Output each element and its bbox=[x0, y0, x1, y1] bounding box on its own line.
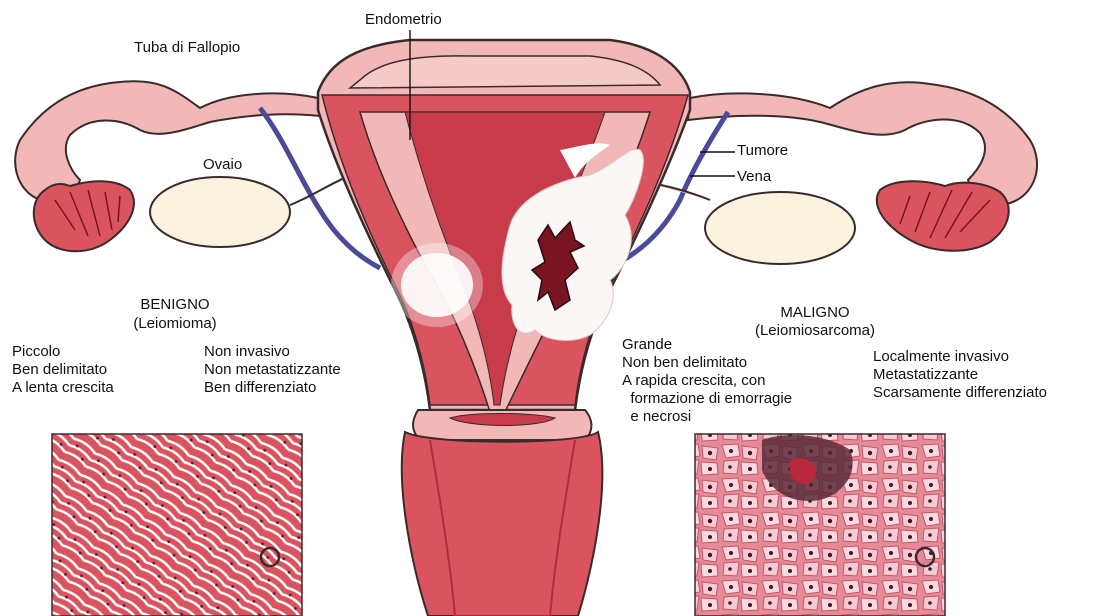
right-fimbriae bbox=[877, 181, 1009, 251]
benign-feature: Non invasivo bbox=[204, 343, 341, 361]
malignant-title: MALIGNO bbox=[740, 304, 890, 322]
label-tumore: Tumore bbox=[737, 142, 788, 160]
malignant-feature: e necrosi bbox=[622, 408, 792, 426]
benign-histology-panel bbox=[52, 434, 302, 616]
malignant-feature: Scarsamente differenziato bbox=[873, 384, 1047, 402]
malignant-features-col2: Localmente invasivo Metastatizzante Scar… bbox=[873, 348, 1047, 402]
benign-features-col1: Piccolo Ben delimitato A lenta crescita bbox=[12, 343, 114, 397]
malignant-feature: Grande bbox=[622, 336, 792, 354]
label-ovaio: Ovaio bbox=[203, 156, 242, 174]
benign-title: BENIGNO bbox=[110, 296, 240, 314]
malignant-feature: Metastatizzante bbox=[873, 366, 1047, 384]
benign-subtitle: (Leiomioma) bbox=[110, 315, 240, 333]
label-endometrio: Endometrio bbox=[365, 11, 442, 29]
label-tuba-di-fallopio: Tuba di Fallopio bbox=[134, 39, 240, 57]
malignant-feature: A rapida crescita, con bbox=[622, 372, 792, 390]
right-ovary bbox=[705, 192, 855, 264]
malignant-feature: Localmente invasivo bbox=[873, 348, 1047, 366]
malignant-feature: Non ben delimitato bbox=[622, 354, 792, 372]
label-vena: Vena bbox=[737, 168, 771, 186]
benign-feature: Piccolo bbox=[12, 343, 114, 361]
benign-feature: Ben differenziato bbox=[204, 379, 341, 397]
benign-features-col2: Non invasivo Non metastatizzante Ben dif… bbox=[204, 343, 341, 397]
benign-feature: Ben delimitato bbox=[12, 361, 114, 379]
benign-feature: Non metastatizzante bbox=[204, 361, 341, 379]
malignant-features-col1: Grande Non ben delimitato A rapida cresc… bbox=[622, 336, 792, 426]
left-ovary bbox=[150, 177, 290, 247]
malignant-feature: formazione di emorragie bbox=[622, 390, 792, 408]
benign-feature: A lenta crescita bbox=[12, 379, 114, 397]
